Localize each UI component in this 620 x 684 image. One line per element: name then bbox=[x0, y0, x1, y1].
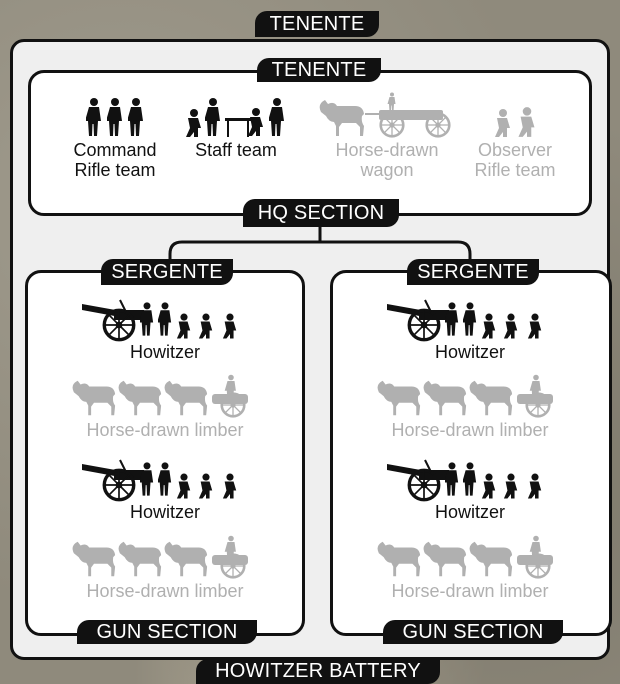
unit-label: Howitzer bbox=[129, 502, 200, 522]
unit-label: Howitzer bbox=[129, 342, 200, 362]
unit-label: Horse-drawn wagon bbox=[335, 140, 439, 180]
gun-right-limber-1: Horse-drawn limber bbox=[365, 374, 575, 440]
gun-right-howitzer-2: Howitzer bbox=[365, 456, 575, 522]
gun-commander-tag-left: SERGENTE bbox=[101, 259, 233, 285]
hq-section-tag: HQ SECTION bbox=[243, 199, 399, 227]
unit-label: Command Rifle team bbox=[73, 140, 157, 180]
hq-unit-observer-rifle-team: Observer Rifle team bbox=[460, 92, 570, 180]
gun-left-limber-2: Horse-drawn limber bbox=[60, 535, 270, 601]
howitzer-icon bbox=[387, 459, 542, 502]
unit-label: Observer Rifle team bbox=[474, 140, 556, 180]
unit-label: Howitzer bbox=[434, 502, 505, 522]
staff-team-icon bbox=[186, 98, 284, 137]
unit-label: Staff team bbox=[195, 140, 277, 160]
gun-section-tag-left: GUN SECTION bbox=[77, 620, 257, 644]
hq-unit-horse-drawn-wagon: Horse-drawn wagon bbox=[312, 92, 462, 180]
battery-title-tag: HOWITZER BATTERY bbox=[196, 659, 440, 684]
unit-label: Horse-drawn limber bbox=[86, 581, 244, 601]
hq-commander-tag: TENENTE bbox=[257, 58, 381, 82]
gun-left-limber-1: Horse-drawn limber bbox=[60, 374, 270, 440]
gun-left-howitzer-1: Howitzer bbox=[60, 296, 270, 362]
hq-unit-staff-team: Staff team bbox=[176, 92, 296, 160]
horse-drawn-limber-icon bbox=[377, 535, 553, 579]
horse-drawn-limber-icon bbox=[72, 374, 248, 418]
howitzer-icon bbox=[387, 299, 542, 342]
unit-label: Horse-drawn limber bbox=[86, 420, 244, 440]
gun-left-howitzer-2: Howitzer bbox=[60, 456, 270, 522]
howitzer-icon bbox=[82, 459, 237, 502]
unit-label: Howitzer bbox=[434, 342, 505, 362]
horse-drawn-limber-icon bbox=[72, 535, 248, 579]
horse-drawn-wagon-icon bbox=[319, 92, 451, 138]
gun-section-tag-right: GUN SECTION bbox=[383, 620, 563, 644]
gun-commander-tag-right: SERGENTE bbox=[407, 259, 539, 285]
gun-right-howitzer-1: Howitzer bbox=[365, 296, 575, 362]
battery-commander-tag: TENENTE bbox=[255, 11, 379, 37]
gun-right-limber-2: Horse-drawn limber bbox=[365, 535, 575, 601]
howitzer-icon bbox=[82, 299, 237, 342]
hq-unit-command-rifle-team: Command Rifle team bbox=[55, 92, 175, 180]
horse-drawn-limber-icon bbox=[377, 374, 553, 418]
unit-label: Horse-drawn limber bbox=[391, 420, 549, 440]
unit-label: Horse-drawn limber bbox=[391, 581, 549, 601]
